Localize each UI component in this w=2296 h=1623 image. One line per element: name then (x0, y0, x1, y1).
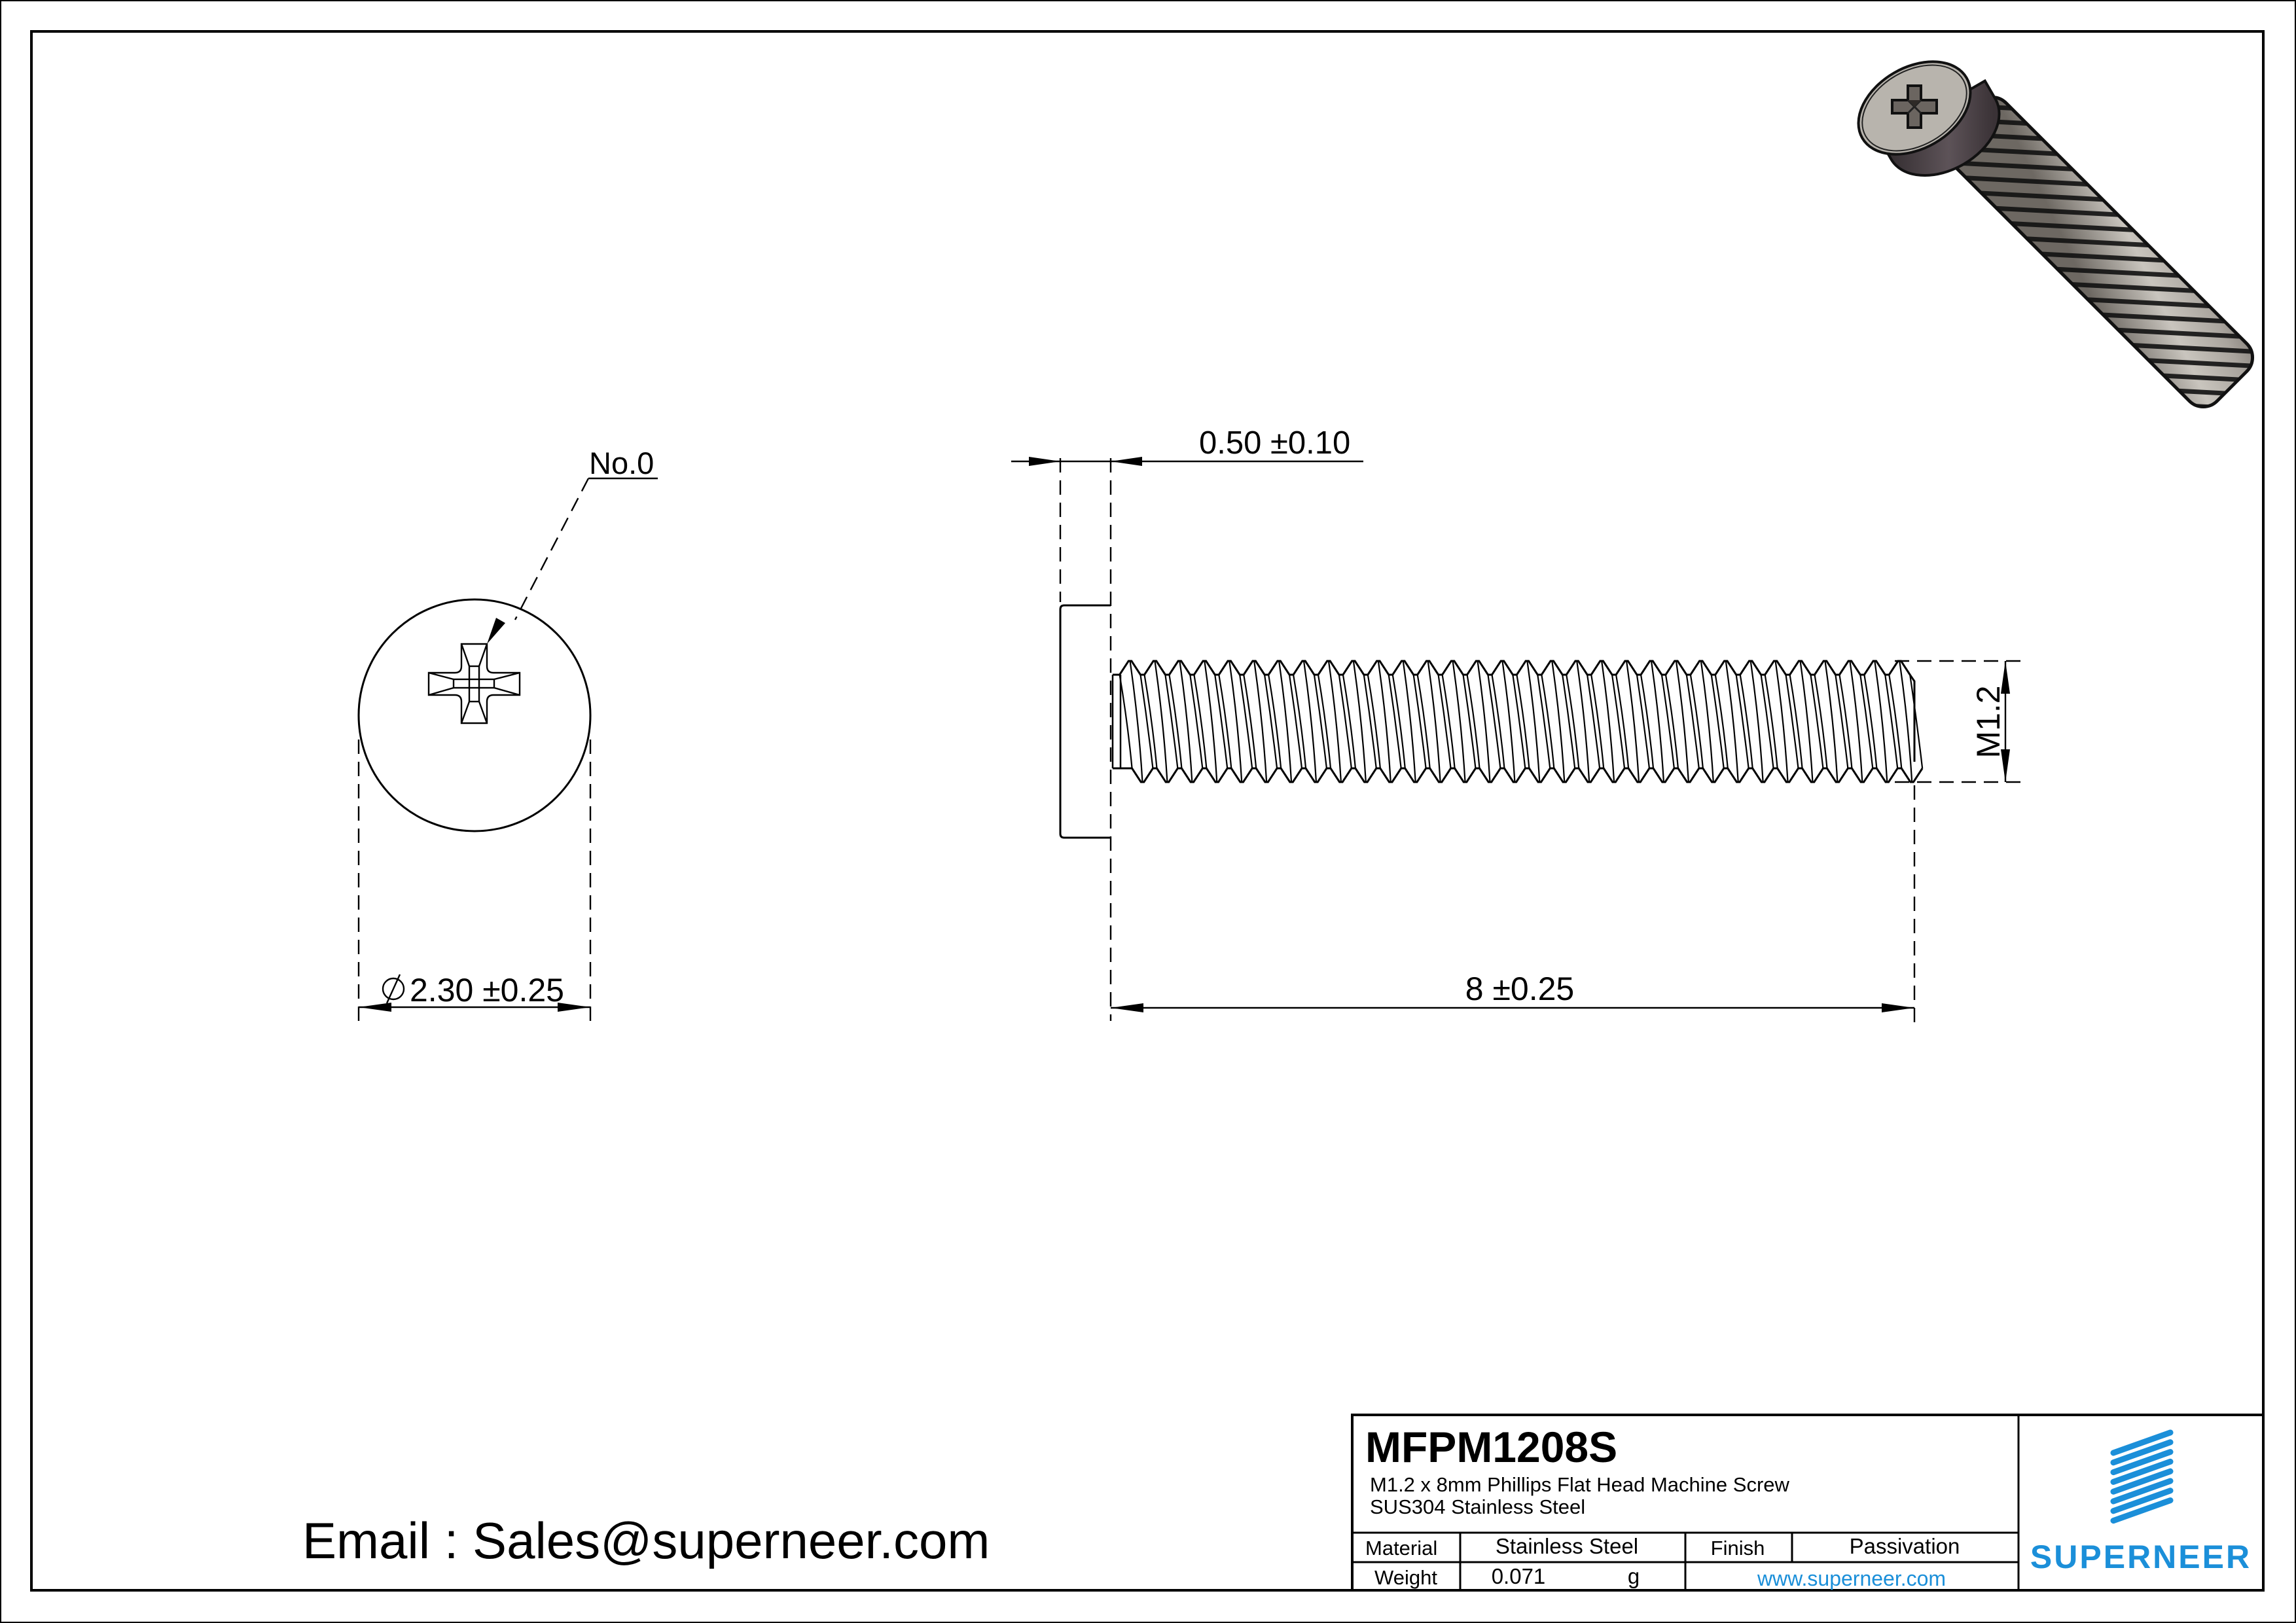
arrowhead-icon (1111, 1003, 1143, 1012)
recess-size-callout: No.0 (589, 446, 654, 480)
weight-unit: g (1628, 1564, 1640, 1588)
brand-logo-text: SUPERNEER (2030, 1539, 2251, 1575)
title-block: MFPM1208S M1.2 x 8mm Phillips Flat Head … (1351, 1414, 2265, 1592)
isometric-screw-render (1857, 60, 2255, 409)
part-number: MFPM1208S (1365, 1423, 1617, 1471)
finish-value: Passivation (1850, 1534, 1960, 1558)
part-description-line2: SUS304 Stainless Steel (1370, 1495, 1585, 1518)
arrowhead-icon (1029, 457, 1060, 466)
finish-label: Finish (1711, 1537, 1765, 1560)
head-outline-circle (357, 598, 592, 832)
diameter-symbol-icon (382, 974, 405, 1004)
weight-label: Weight (1374, 1566, 1437, 1589)
thread-profile (1111, 660, 1924, 783)
inner-border (30, 30, 2265, 1592)
weight-value: 0.071 (1492, 1564, 1546, 1588)
arrowhead-icon (1882, 1003, 1914, 1012)
striped-parallelogram-logo-icon (2110, 1429, 2174, 1524)
side-view: 0.50 ±0.10 8 ±0.25 M1.2 (1011, 425, 2024, 1024)
callout-arrowhead-icon (487, 618, 505, 644)
part-description-line1: M1.2 x 8mm Phillips Flat Head Machine Sc… (1370, 1473, 1790, 1496)
length-dimension-text: 8 ±0.25 (1465, 971, 1574, 1007)
arrowhead-icon (1111, 457, 1142, 466)
sales-email-text[interactable]: Email : Sales@superneer.com (302, 1512, 990, 1569)
material-value: Stainless Steel (1496, 1534, 1638, 1558)
arrowhead-icon (558, 1003, 590, 1012)
callout-leader-line (514, 478, 590, 620)
material-label: Material (1365, 1537, 1437, 1560)
diameter-dimension-text: 2.30 ±0.25 (410, 972, 564, 1008)
top-view: No.0 2.30 ±0.25 (357, 446, 658, 1024)
thread-size-dimension-text: M1.2 (1970, 685, 2007, 758)
arrowhead-icon (359, 1003, 391, 1012)
phillips-recess-icon (427, 643, 521, 724)
head-height-dimension-text: 0.50 ±0.10 (1199, 425, 1350, 461)
arrowhead-icon (2001, 661, 2010, 694)
arrowhead-icon (2001, 749, 2010, 782)
screw-head-outline (1059, 604, 1111, 839)
website-link[interactable]: www.superneer.com (1757, 1567, 1946, 1590)
isometric-phillips-recess-icon (1891, 84, 1938, 129)
